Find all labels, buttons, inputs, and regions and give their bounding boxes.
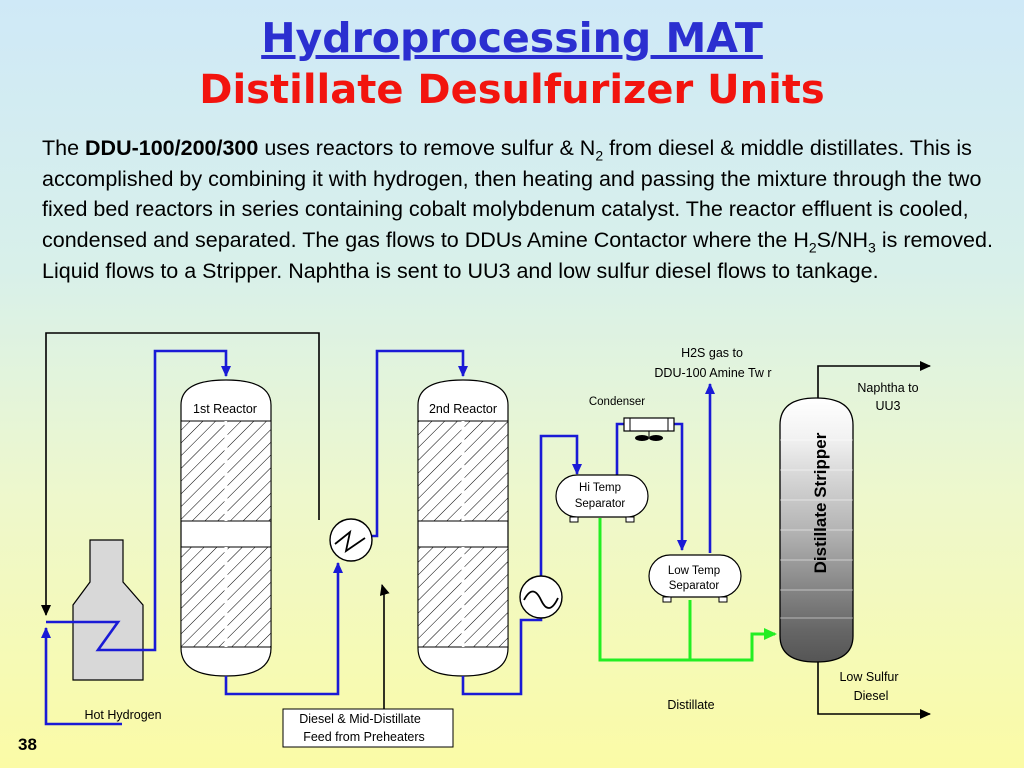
heater-to-reactor1-line <box>143 349 231 652</box>
lowsulfur-label-2: Diesel <box>854 689 889 703</box>
subscript: 2 <box>595 147 604 164</box>
heater-furnace <box>72 539 144 681</box>
reactor-1 <box>180 379 272 677</box>
hitemp-to-condenser-line <box>615 422 625 477</box>
reactor-2 <box>417 379 509 677</box>
distillate-label: Distillate <box>667 698 714 712</box>
lowtemp-label-1: Low Temp <box>668 565 720 577</box>
reactor-2-label: 2nd Reactor <box>429 402 497 416</box>
hitemp-label-1: Hi Temp <box>579 482 621 494</box>
feed-label-1: Diesel & Mid-Distillate <box>299 712 421 726</box>
text-run: S/NH <box>816 228 869 253</box>
text-run: from diesel & middle distillates. This i… <box>42 136 982 253</box>
stripper-diesel-line <box>817 660 931 719</box>
hot-hydrogen-label: Hot Hydrogen <box>84 708 161 722</box>
stripper-naphtha-line <box>817 361 931 400</box>
condenser-to-lowtemp-line <box>673 422 687 551</box>
feed-label-2: Feed from Preheaters <box>303 730 425 744</box>
hot-hydrogen-line <box>41 627 122 726</box>
distillate-stripper <box>779 397 854 663</box>
heater-coil <box>46 620 143 652</box>
h2s-label-1: H2S gas to <box>681 346 743 360</box>
condenser-unit <box>623 417 675 441</box>
heat-exchanger <box>329 518 373 562</box>
page-subtitle: Distillate Desulfurizer Units <box>199 67 825 113</box>
text-run: The <box>42 136 86 160</box>
stripper-label: Distillate Stripper <box>811 432 830 573</box>
subscript: 2 <box>808 239 817 256</box>
feed-line <box>379 584 390 716</box>
reactor2-to-cooler-line <box>461 434 582 696</box>
hitemp-label-2: Separator <box>575 498 626 510</box>
hitemp-liquid-line <box>598 518 777 662</box>
page-title: Hydroprocessing MAT <box>261 14 763 62</box>
reactor-1-label: 1st Reactor <box>193 402 257 416</box>
lowtemp-separator <box>648 554 742 603</box>
text-run: is removed. Liquid flows to a Stripper. … <box>42 228 993 283</box>
effluent-cooler <box>519 575 563 619</box>
subscript: 3 <box>868 239 876 256</box>
unit-ids: DDU-100/200/300 <box>85 136 259 160</box>
lowtemp-label-2: Separator <box>669 580 720 592</box>
lowsulfur-label-1: Low Sulfur <box>839 670 898 684</box>
feed-box <box>282 708 454 748</box>
page-number: 38 <box>18 735 37 754</box>
description-paragraph: The DDU-100/200/300 uses reactors to rem… <box>42 133 1017 287</box>
condenser-label: Condenser <box>589 396 645 408</box>
hydrogen-bypass-line <box>41 332 320 616</box>
naphtha-label-1: Naphtha to <box>857 381 918 395</box>
hitemp-separator <box>555 474 649 523</box>
reactor1-to-exchanger-line <box>224 562 343 696</box>
naphtha-label-2: UU3 <box>875 399 900 413</box>
text-run: uses reactors to remove sulfur & N <box>258 136 596 160</box>
h2s-label-2: DDU-100 Amine Tw r <box>654 366 771 380</box>
